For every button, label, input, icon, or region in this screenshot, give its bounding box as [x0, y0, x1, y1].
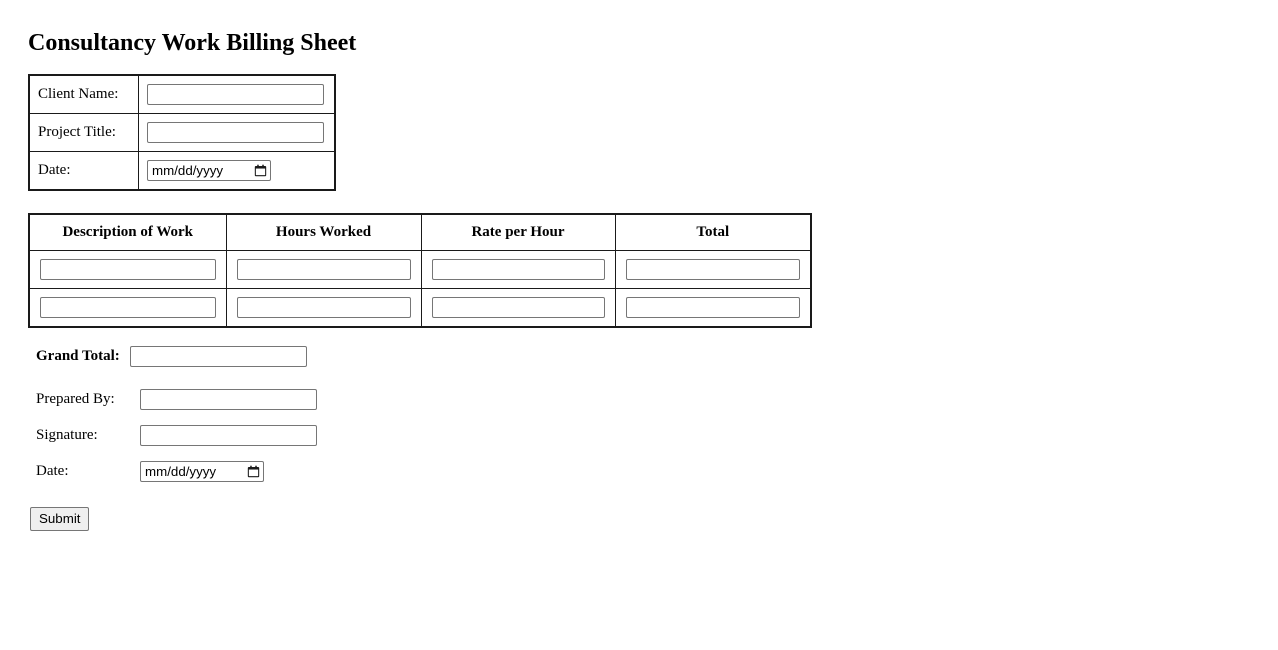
table-row: Project Title:	[28, 113, 336, 153]
project-title-cell	[138, 113, 336, 153]
submit-row: Submit	[28, 507, 1270, 531]
grand-total-label: Grand Total:	[36, 348, 120, 365]
date-placeholder-text: mm/dd/yyyy	[152, 163, 224, 179]
prepared-by-row: Prepared By:	[36, 389, 1270, 411]
calendar-icon[interactable]	[254, 164, 267, 177]
footer-date-input[interactable]: mm/dd/yyyy	[140, 461, 264, 483]
submit-button[interactable]: Submit	[30, 507, 90, 531]
cell-hours	[225, 288, 422, 328]
signature-label: Signature:	[36, 427, 98, 444]
table-row: Date: mm/dd/yyyy	[28, 151, 336, 191]
date-cell: mm/dd/yyyy	[138, 151, 336, 191]
cell-hours	[225, 250, 422, 290]
footer-date-placeholder-text: mm/dd/yyyy	[145, 464, 217, 480]
client-name-cell	[138, 74, 336, 115]
signature-row: Signature:	[36, 425, 1270, 447]
total-input-row-2[interactable]	[625, 297, 800, 319]
column-header-total: Total	[614, 213, 812, 252]
cell-description	[28, 250, 227, 290]
cell-description	[28, 288, 227, 328]
description-input-row-2[interactable]	[40, 297, 216, 319]
date-input[interactable]: mm/dd/yyyy	[147, 160, 271, 182]
column-header-hours: Hours Worked	[225, 213, 422, 252]
grand-total-row: Grand Total:	[28, 346, 1270, 368]
cell-total	[614, 250, 812, 290]
grand-total-input[interactable]	[129, 346, 307, 368]
column-header-description: Description of Work	[28, 213, 227, 252]
column-header-rate: Rate per Hour	[420, 213, 616, 252]
prepared-by-input[interactable]	[140, 389, 317, 411]
footer-date-row: Date: mm/dd/yyyy	[36, 461, 1270, 483]
cell-rate	[420, 250, 616, 290]
total-input-row-1[interactable]	[625, 259, 800, 281]
work-table-header-row: Description of Work Hours Worked Rate pe…	[28, 213, 812, 252]
client-info-table: Client Name: Project Title: Date: mm/dd/…	[28, 74, 336, 192]
rate-input-row-1[interactable]	[431, 259, 605, 281]
signature-input[interactable]	[140, 425, 317, 447]
footer-fields: Prepared By: Signature: Date: mm/dd/yyyy	[28, 389, 1270, 483]
cell-total	[614, 288, 812, 328]
hours-input-row-2[interactable]	[236, 297, 411, 319]
hours-input-row-1[interactable]	[236, 259, 411, 281]
table-row	[28, 250, 812, 290]
work-items-table: Description of Work Hours Worked Rate pe…	[28, 213, 812, 329]
project-title-label: Project Title:	[28, 113, 139, 153]
description-input-row-1[interactable]	[40, 259, 216, 281]
rate-input-row-2[interactable]	[431, 297, 605, 319]
billing-sheet-page: Consultancy Work Billing Sheet Client Na…	[28, 30, 1270, 531]
footer-date-label: Date:	[36, 463, 69, 480]
prepared-by-label: Prepared By:	[36, 391, 115, 408]
table-row	[28, 288, 812, 328]
client-name-input[interactable]	[147, 84, 324, 106]
client-name-label: Client Name:	[28, 74, 139, 115]
cell-rate	[420, 288, 616, 328]
table-row: Client Name:	[28, 74, 336, 115]
calendar-icon[interactable]	[247, 465, 260, 478]
project-title-input[interactable]	[147, 122, 324, 144]
page-title: Consultancy Work Billing Sheet	[28, 30, 357, 56]
date-label: Date:	[28, 151, 139, 191]
